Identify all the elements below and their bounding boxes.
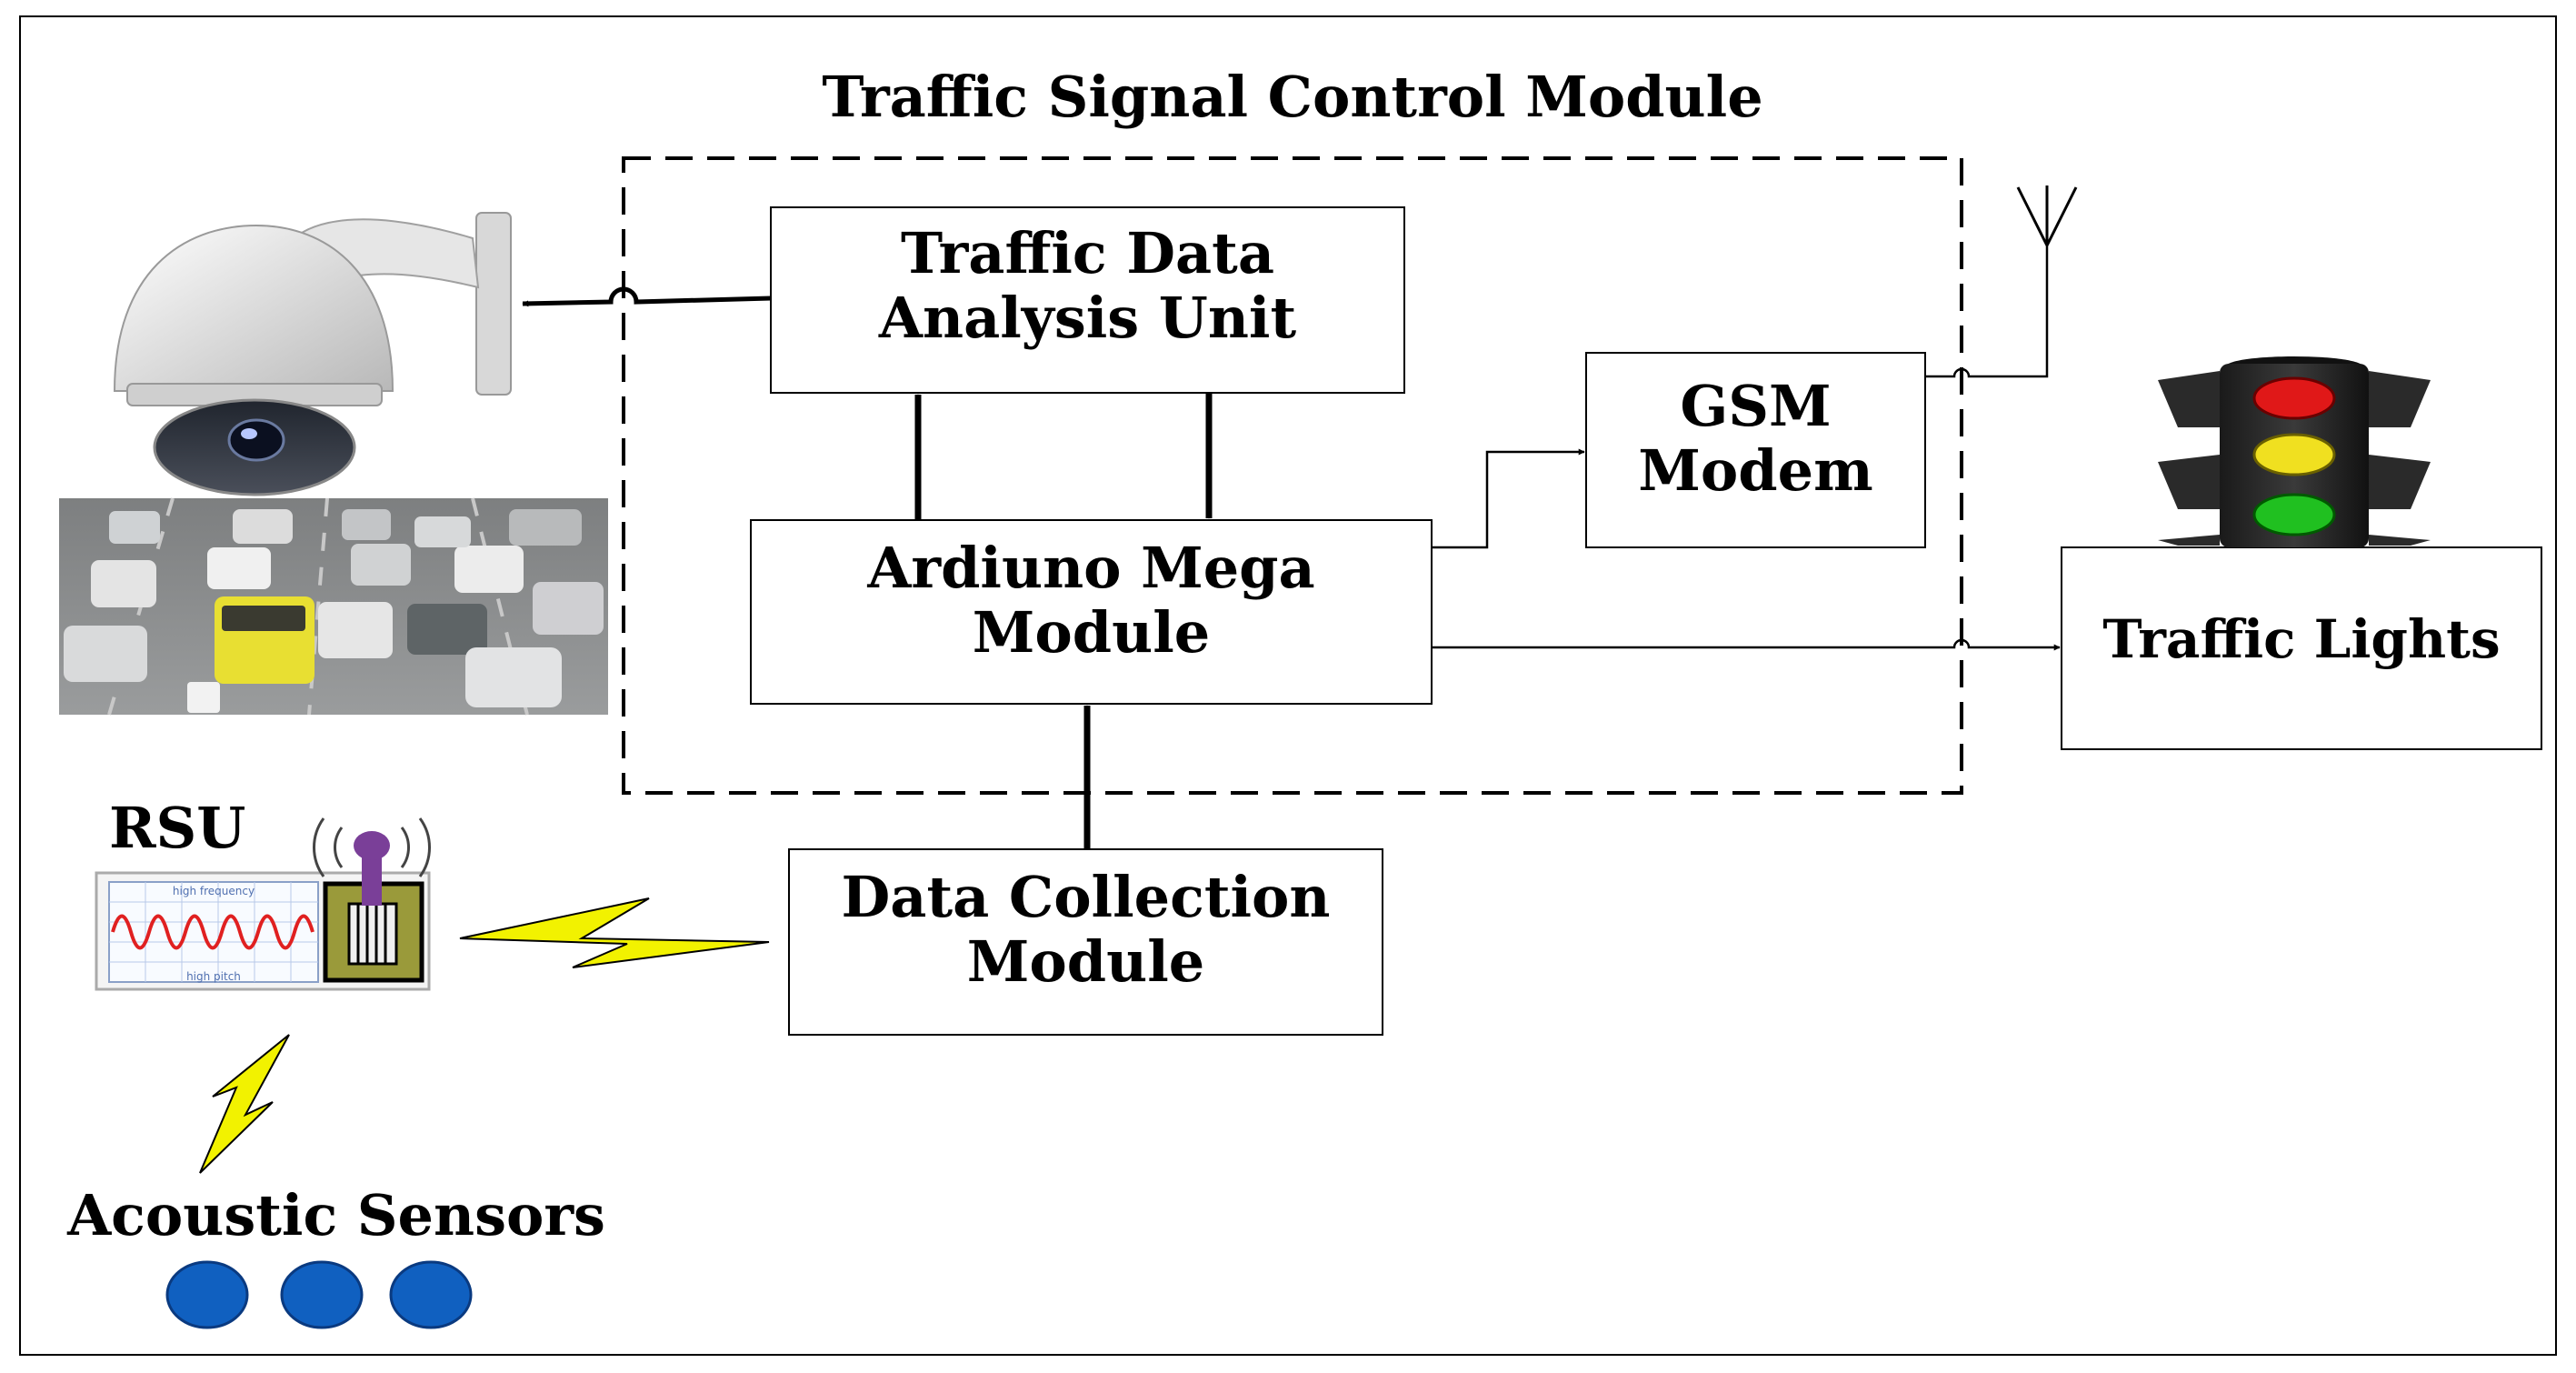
traffic-lights-label: Traffic Lights [2102,608,2501,670]
sensor-icon [389,1260,473,1329]
outer-frame [19,15,2557,1356]
rsu-label: RSU [109,795,246,861]
arrow-arduino-to-lights [1432,638,2061,651]
collection-line-1: Data Collection [841,864,1331,930]
gsm-line-2: Modem [1638,436,1873,504]
arrow-analysis-to-camera [522,286,772,307]
acoustic-sensors-label: Acoustic Sensors [67,1182,605,1248]
analysis-unit-label: Traffic Data Analysis Unit [771,220,1404,351]
analysis-line-1: Traffic Data [901,220,1274,286]
lightning-bolt-sensors [199,1034,290,1174]
yellow-lamp [2252,433,2336,476]
collection-label: Data Collection Module [789,864,1383,995]
gsm-line-1: GSM [1680,373,1832,439]
control-module-boundary [622,156,1963,795]
antenna-icon [2016,185,2078,246]
analysis-line-2: Analysis Unit [878,284,1297,351]
green-lamp [2252,493,2336,536]
sensor-icon [165,1260,249,1329]
traffic-lights-box [2061,546,2542,750]
arduino-box [750,519,1433,705]
arduino-line-2: Module [972,598,1211,666]
lightning-bolt-rsu [459,897,770,968]
arduino-line-1: Ardiuno Mega [867,535,1315,601]
waveform-top-label: high frequency [173,885,255,897]
diagram-title: Traffic Signal Control Module [822,64,1763,130]
collection-box [788,848,1383,1036]
traffic-light-icon [2158,356,2431,547]
rsu-icon [95,817,432,991]
arrow-arduino-to-gsm [1432,448,1585,549]
gsm-antenna-line [1925,246,2049,378]
traffic-photo [59,497,608,716]
waveform-bottom-label: high pitch [186,970,241,983]
arduino-label: Ardiuno Mega Module [751,536,1432,665]
analysis-unit-box [770,206,1405,394]
gsm-box [1585,352,1926,548]
red-lamp [2252,376,2336,420]
gsm-label: GSM Modem [1586,373,1925,504]
sensor-icon [280,1260,364,1329]
camera-icon [113,212,512,496]
collection-line-2: Module [966,927,1205,995]
